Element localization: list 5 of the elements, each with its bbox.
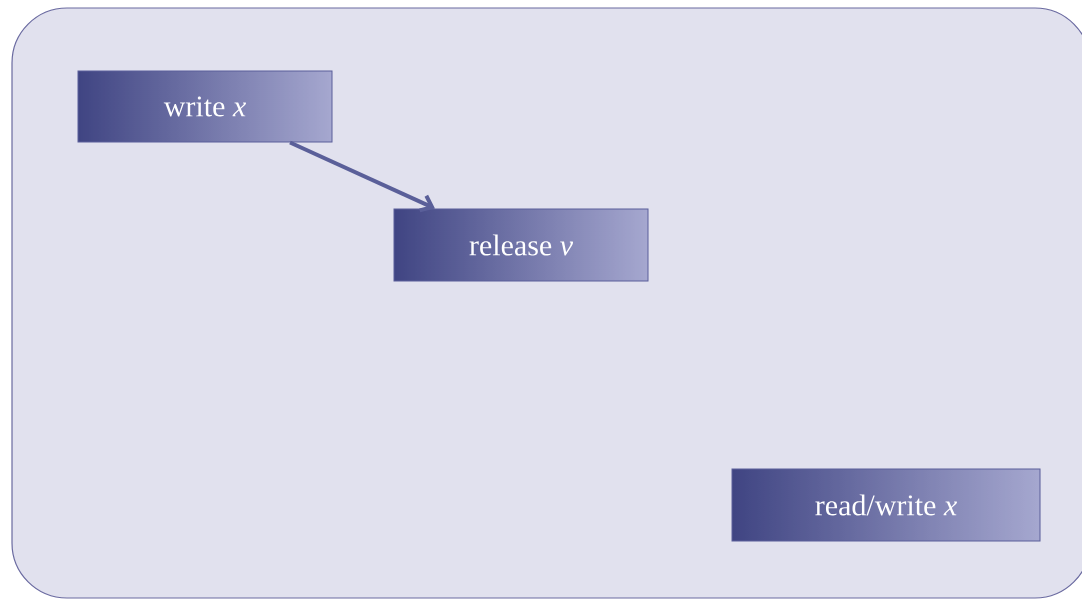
process-box: release v: [393, 208, 649, 282]
process-box: read/write x: [731, 468, 1041, 542]
arrow: [289, 140, 435, 213]
panel-background: [11, 7, 1082, 599]
process-box: write x: [77, 70, 333, 143]
